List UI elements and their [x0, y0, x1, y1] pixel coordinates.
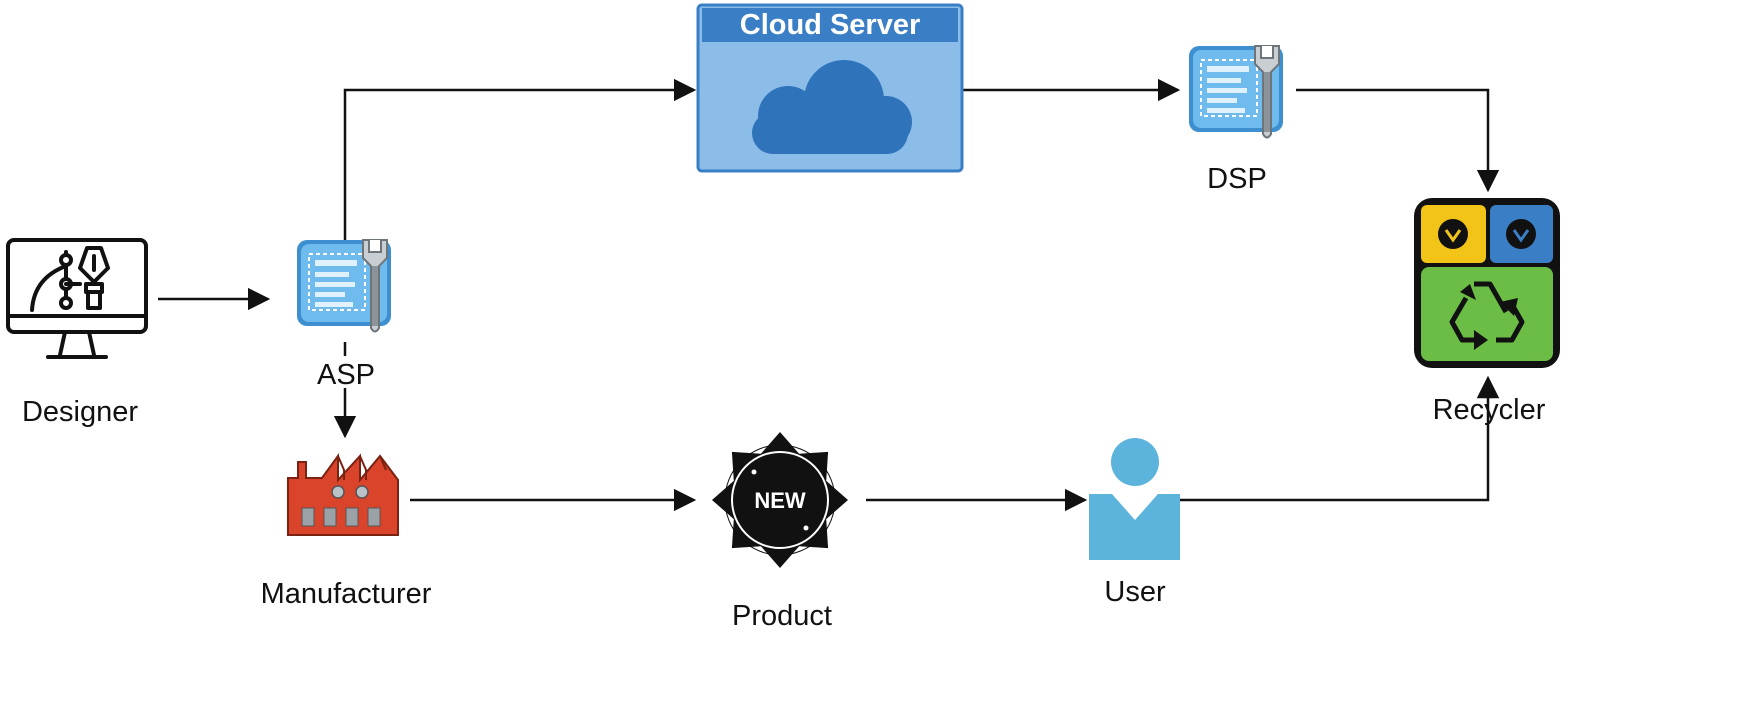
node-recycler[interactable]: Recycler: [1414, 198, 1560, 426]
recycle-bin-icon: [1414, 198, 1560, 368]
node-product[interactable]: NEW Product: [712, 432, 848, 632]
node-manufacturer-label: Manufacturer: [261, 578, 432, 610]
node-recycler-label: Recycler: [1433, 394, 1546, 426]
node-designer[interactable]: Designer: [6, 238, 148, 428]
design-monitor-icon: [6, 238, 148, 359]
app-config-wrench-icon: [1188, 45, 1284, 139]
node-user-label: User: [1104, 576, 1166, 608]
node-product-label: Product: [732, 600, 832, 632]
cloud-server-header: [702, 8, 958, 42]
node-asp-label: ASP: [317, 359, 375, 391]
node-manufacturer[interactable]: Manufacturer: [261, 452, 432, 610]
factory-icon: [287, 452, 399, 536]
node-asp[interactable]: ASP: [296, 239, 392, 391]
cloud-icon: [752, 60, 912, 154]
connectors: [158, 78, 1500, 512]
node-dsp[interactable]: DSP: [1188, 45, 1284, 195]
node-cloud-server[interactable]: Cloud Server: [696, 3, 964, 173]
user-icon: [1089, 438, 1180, 560]
cloud-server-title: Cloud Server: [740, 9, 921, 41]
edge-dsp-recycler: [1296, 88, 1500, 193]
new-badge-icon: NEW: [712, 432, 848, 568]
product-badge-text: NEW: [754, 488, 806, 513]
node-designer-label: Designer: [22, 396, 138, 428]
node-user[interactable]: User: [1089, 438, 1180, 608]
node-dsp-label: DSP: [1207, 163, 1267, 195]
app-config-wrench-icon: [296, 239, 392, 333]
edge-user-recycler: [1180, 375, 1500, 502]
edge-asp-cloud: [343, 78, 697, 250]
